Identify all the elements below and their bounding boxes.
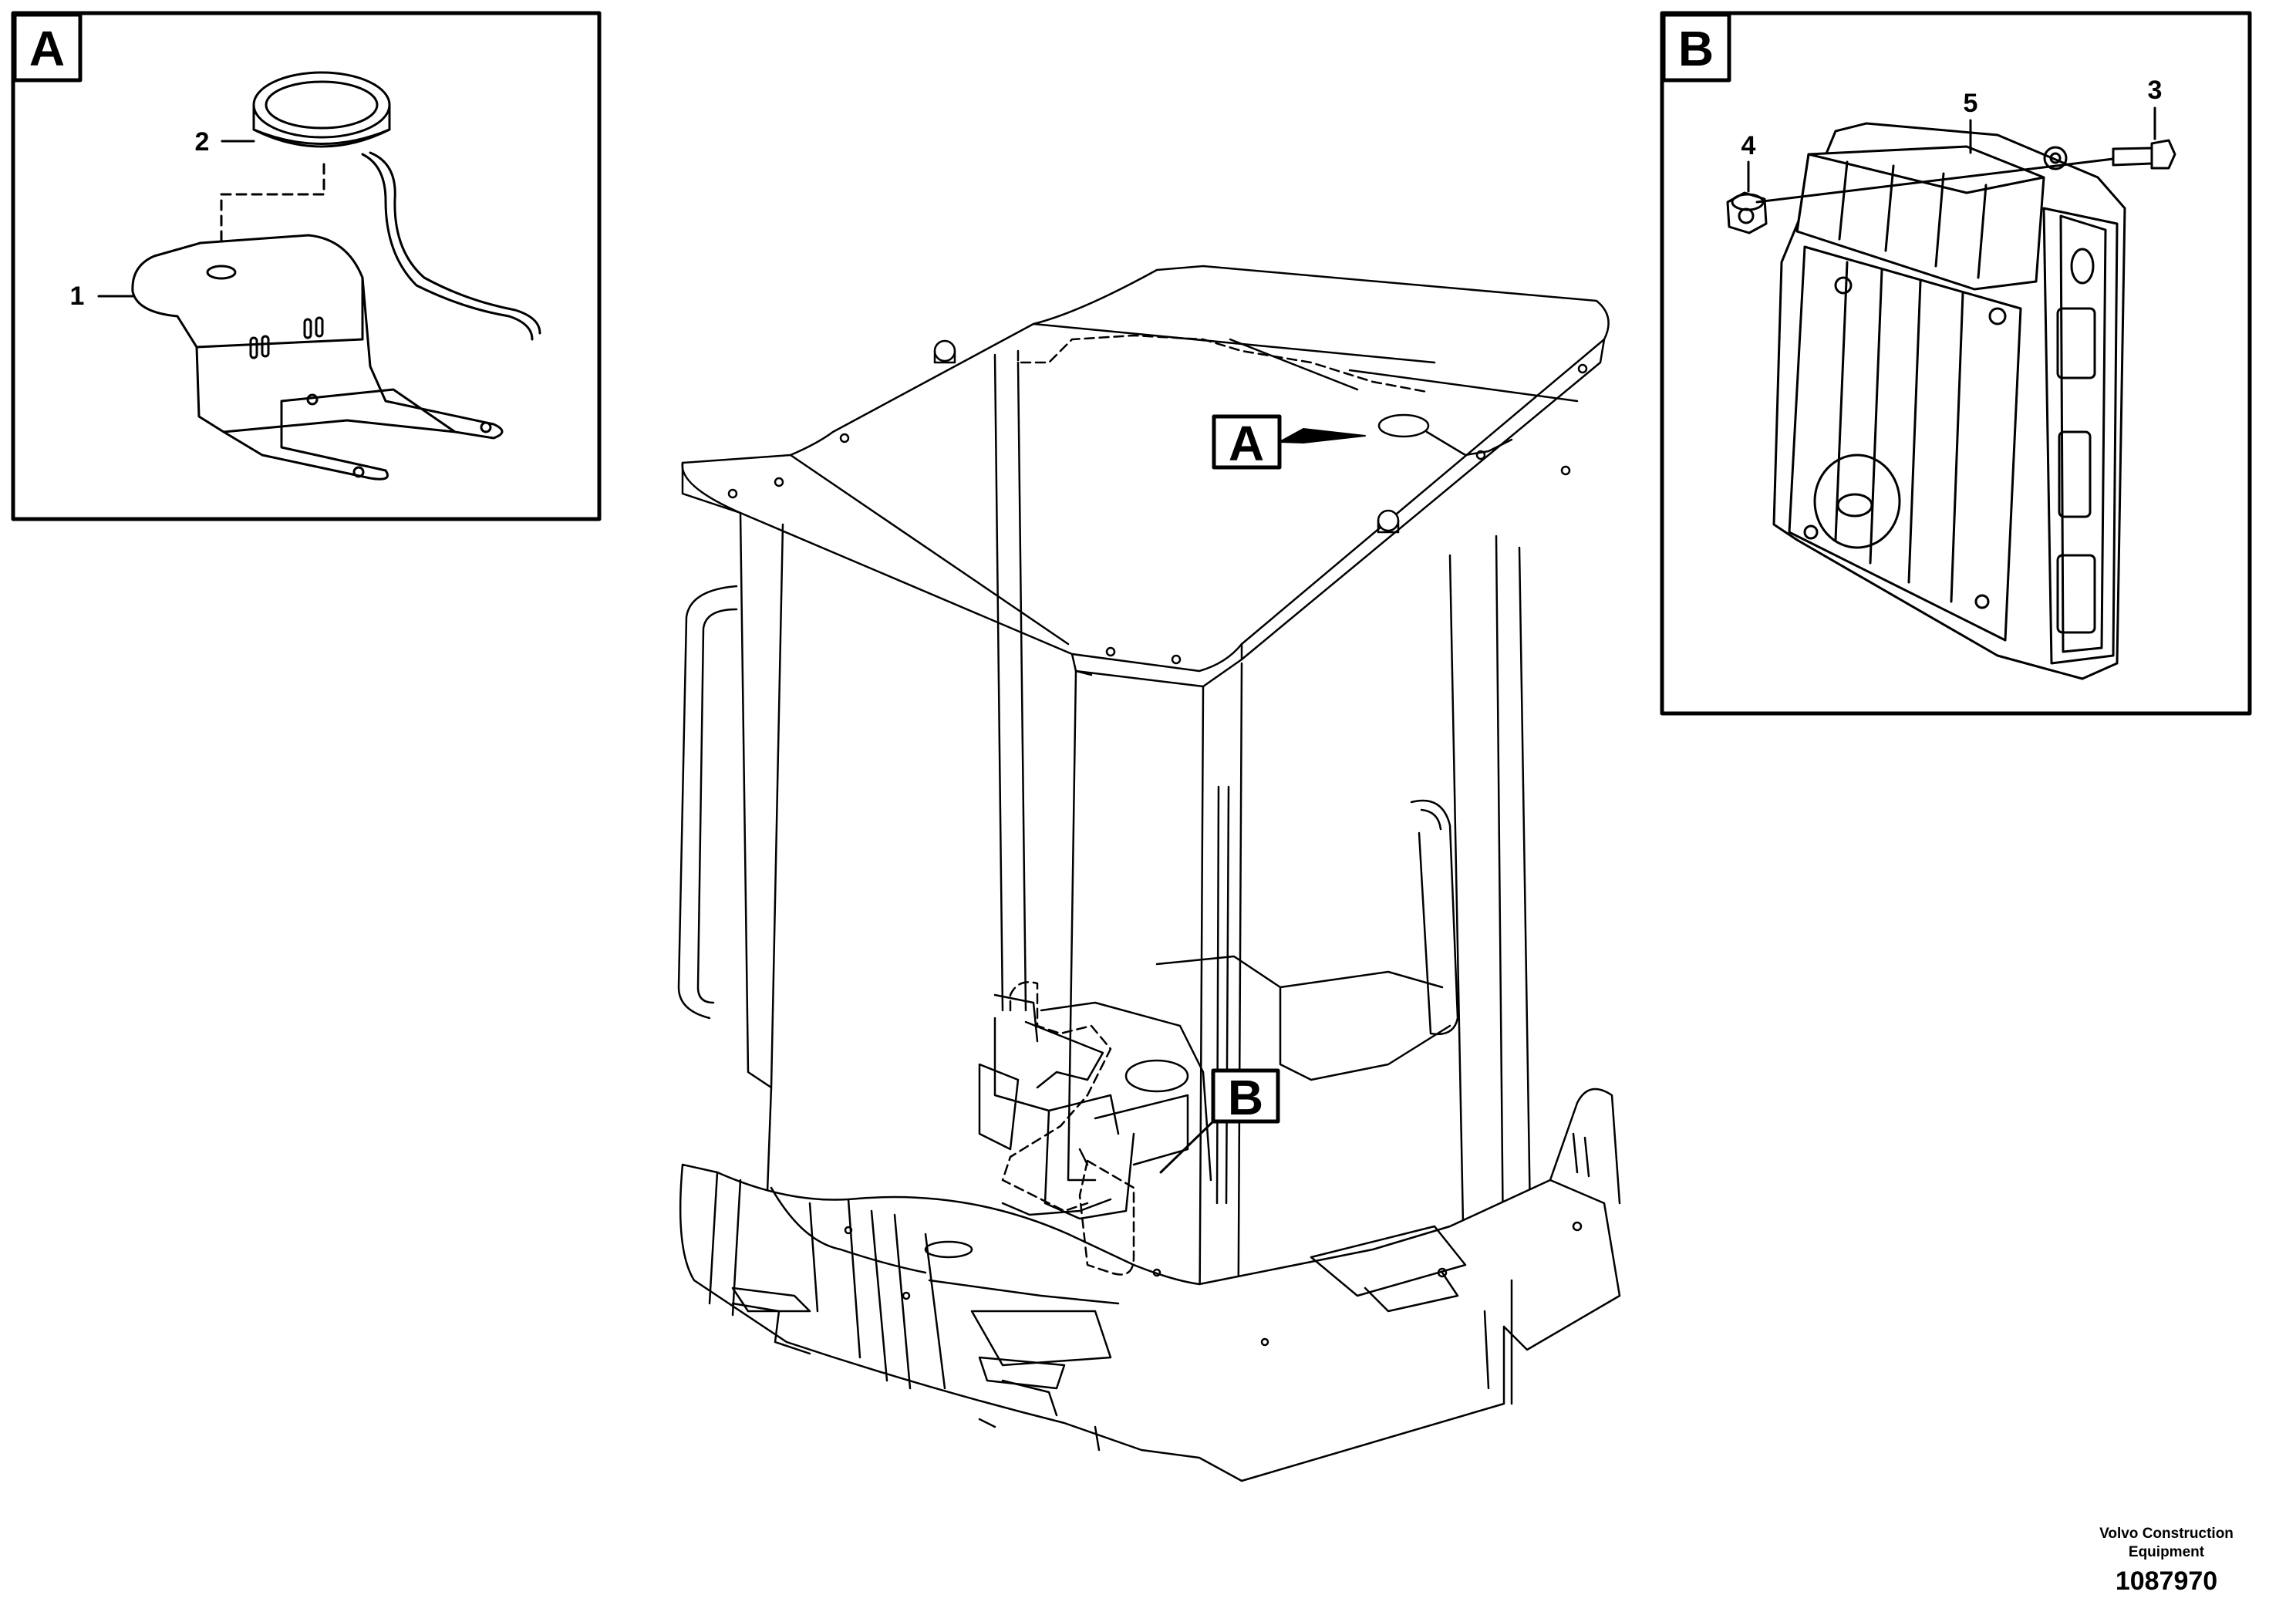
cab-roof bbox=[681, 265, 1610, 673]
front-left-post bbox=[1067, 669, 1097, 1182]
nut bbox=[1726, 191, 1768, 234]
left-post bbox=[739, 511, 784, 1089]
mounting-bracket bbox=[131, 234, 504, 481]
detail-b-badge: B bbox=[1661, 12, 1731, 83]
svg-text:3: 3 bbox=[2148, 76, 2163, 105]
main-leader-b bbox=[1159, 1120, 1215, 1174]
detail-a-badge: A bbox=[12, 12, 83, 83]
svg-text:B: B bbox=[1228, 1070, 1263, 1125]
svg-text:2: 2 bbox=[195, 127, 210, 157]
footer-brand-line2: Equipment bbox=[2128, 1544, 2205, 1560]
detail-a-panel: A 1 bbox=[11, 11, 602, 521]
main-leader-a bbox=[1279, 428, 1366, 443]
lower-cable-dashed bbox=[1001, 981, 1112, 1212]
bolt bbox=[2112, 139, 2176, 170]
callout-4: 4 bbox=[1741, 131, 1756, 193]
detail-b-panel: B bbox=[1660, 11, 2252, 716]
cab-floor bbox=[679, 1163, 1621, 1482]
svg-text:A: A bbox=[1229, 416, 1264, 471]
antenna-dome bbox=[252, 71, 541, 341]
callout-1: 1 bbox=[70, 282, 134, 311]
svg-text:1: 1 bbox=[70, 282, 85, 311]
roof-antenna bbox=[1377, 413, 1430, 438]
detail-b-badge-letter: B bbox=[1678, 21, 1714, 76]
footer-brand-line1: Volvo Construction bbox=[2099, 1526, 2234, 1542]
footer-drawing-number: 1087970 bbox=[2115, 1566, 2218, 1596]
control-unit bbox=[1772, 122, 2126, 680]
detail-a-badge-letter: A bbox=[29, 21, 65, 76]
callout-3: 3 bbox=[2148, 76, 2163, 140]
main-badge-b: B bbox=[1159, 1068, 1280, 1174]
cab-frame-main-view bbox=[677, 265, 1621, 1482]
alignment-dashed-line bbox=[220, 163, 325, 268]
footer-brand-block: Volvo Construction Equipment 1087970 bbox=[2082, 1525, 2251, 1597]
callout-2: 2 bbox=[195, 127, 255, 157]
svg-text:4: 4 bbox=[1741, 131, 1756, 160]
svg-text:5: 5 bbox=[1964, 89, 1978, 118]
main-badge-a: A bbox=[1212, 414, 1366, 471]
callout-5: 5 bbox=[1964, 89, 1978, 154]
